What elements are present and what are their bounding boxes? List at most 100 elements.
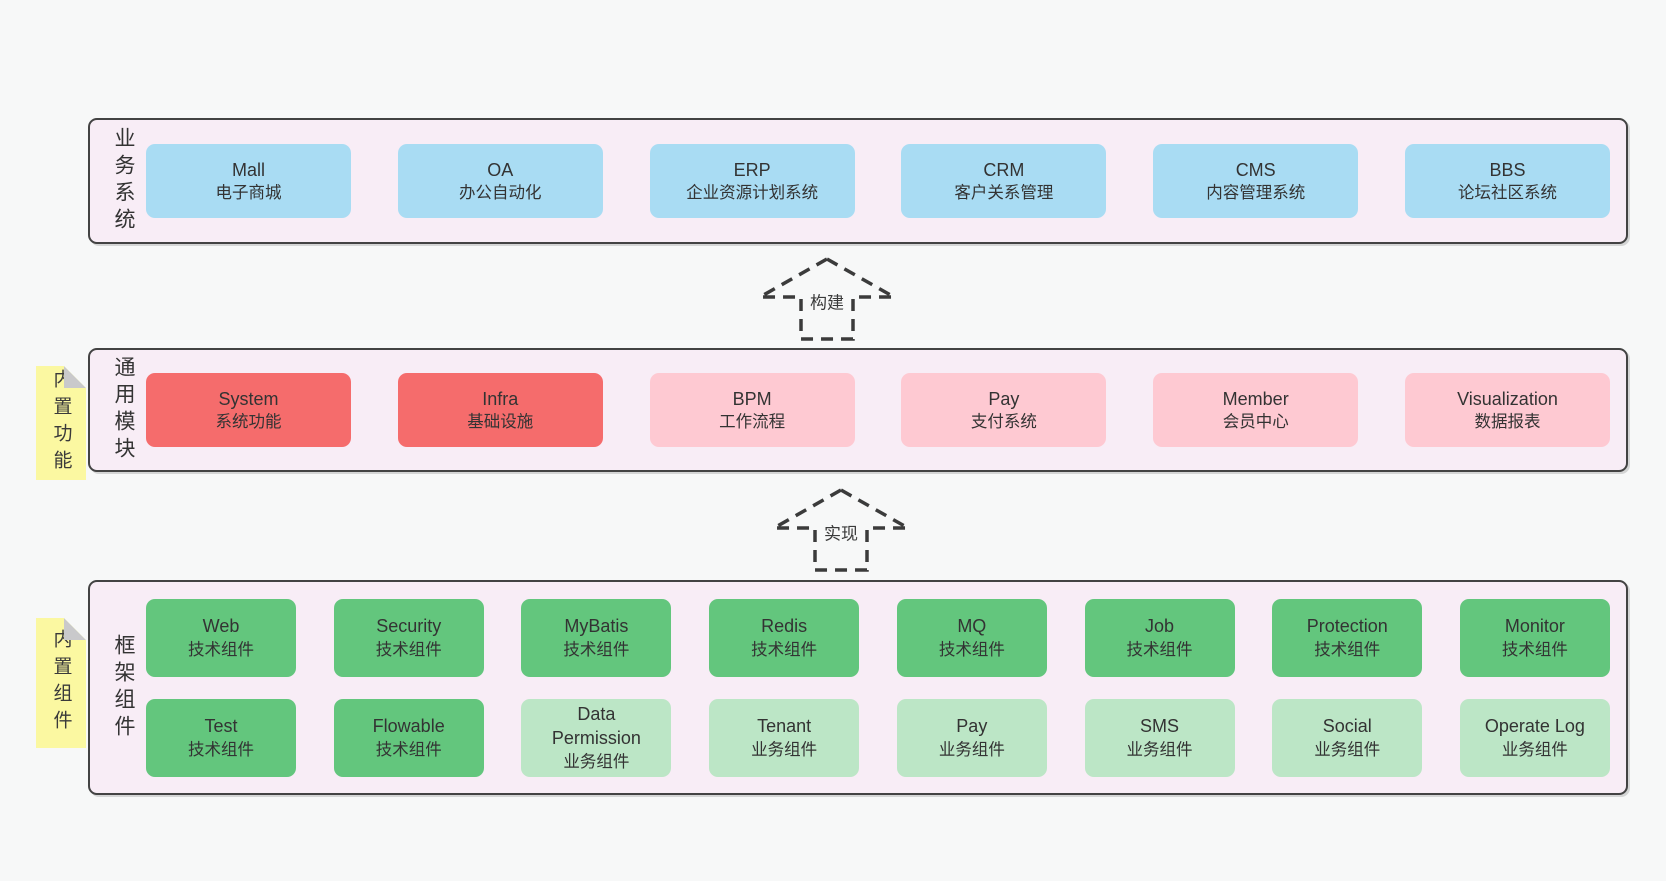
box-data-permission: Data Permission 业务组件 (521, 698, 672, 777)
box-visualization: Visualization 数据报表 (1404, 373, 1610, 447)
box-title: SMS (1140, 716, 1180, 737)
note-fold-corner-icon (64, 366, 86, 388)
box-operate-log: Operate Log 业务组件 (1459, 698, 1610, 777)
box-title: ERP (733, 159, 771, 180)
box-test: Test 技术组件 (146, 698, 296, 777)
box-title: OA (487, 159, 514, 180)
box-title: MyBatis (564, 616, 629, 637)
box-mq: MQ 技术组件 (896, 598, 1047, 677)
dashed-up-arrow-icon (771, 487, 911, 572)
box-subtitle: 业务组件 (563, 752, 630, 771)
box-subtitle: 办公自动化 (459, 184, 542, 203)
build-arrow: 构建 (757, 256, 897, 342)
box-title: Infra (482, 388, 519, 409)
box-web: Web 技术组件 (146, 598, 296, 677)
box-subtitle: 客户关系管理 (954, 184, 1054, 203)
modules-boxes-row: System 系统功能 Infra 基础设施 BPM 工作流程 Pay 支付系统… (138, 373, 1626, 447)
box-subtitle: 技术组件 (375, 640, 442, 659)
section-framework-components: 框架组件 Web 技术组件 Security 技术组件 MyBatis 技术组件… (88, 580, 1628, 795)
box-title: Tenant (757, 716, 812, 737)
box-security: Security 技术组件 (333, 598, 484, 677)
box-sms: SMS 业务组件 (1084, 698, 1235, 777)
box-erp: ERP 企业资源计划系统 (649, 144, 855, 218)
box-subtitle: 业务组件 (1126, 740, 1193, 759)
box-title: CMS (1235, 159, 1276, 180)
box-mall: Mall 电子商城 (146, 144, 351, 218)
box-job: Job 技术组件 (1084, 598, 1235, 677)
section-business-systems: 业务系统 Mall 电子商城 OA 办公自动化 ERP 企业资源计划系统 CRM… (88, 118, 1628, 244)
business-boxes-row: Mall 电子商城 OA 办公自动化 ERP 企业资源计划系统 CRM 客户关系… (138, 144, 1626, 218)
box-title: BPM (732, 388, 772, 409)
box-title: Visualization (1457, 388, 1558, 409)
framework-row-1: Web 技术组件 Security 技术组件 MyBatis 技术组件 Redi… (146, 598, 1610, 677)
box-title: Monitor (1504, 616, 1565, 637)
framework-row-2: Test 技术组件 Flowable 技术组件 Data Permission … (146, 698, 1610, 777)
box-title: Member (1222, 388, 1289, 409)
note-fold-corner-icon (64, 618, 86, 640)
implement-arrow-label: 实现 (821, 518, 861, 546)
box-crm: CRM 客户关系管理 (901, 144, 1107, 218)
implement-arrow: 实现 (771, 487, 911, 573)
box-title: CRM (983, 159, 1025, 180)
box-subtitle: 技术组件 (375, 740, 442, 759)
box-subtitle: 工作流程 (719, 413, 786, 432)
box-subtitle: 技术组件 (751, 640, 818, 659)
box-subtitle: 技术组件 (1501, 640, 1568, 659)
box-title: Protection (1306, 616, 1388, 637)
box-monitor: Monitor 技术组件 (1459, 598, 1610, 677)
box-subtitle: 会员中心 (1222, 413, 1289, 432)
section-label-business-systems: 业务系统 (112, 127, 135, 235)
box-subtitle: 系统功能 (215, 413, 282, 432)
box-subtitle: 内容管理系统 (1206, 184, 1306, 203)
box-title: Redis (761, 616, 808, 637)
box-protection: Protection 技术组件 (1272, 598, 1423, 677)
box-title: BBS (1489, 159, 1526, 180)
box-title: MQ (957, 616, 987, 637)
box-subtitle: 技术组件 (1314, 640, 1381, 659)
box-bbs: BBS 论坛社区系统 (1404, 144, 1610, 218)
box-subtitle: 基础设施 (467, 413, 534, 432)
box-subtitle: 企业资源计划系统 (686, 184, 819, 203)
box-cms: CMS 内容管理系统 (1153, 144, 1359, 218)
box-title: Data Permission (551, 704, 641, 749)
box-infra: Infra 基础设施 (397, 373, 603, 447)
box-social: Social 业务组件 (1272, 698, 1423, 777)
section-label-common-modules: 通用模块 (112, 356, 135, 464)
box-subtitle: 业务组件 (938, 740, 1005, 759)
box-subtitle: 支付系统 (970, 413, 1037, 432)
box-redis: Redis 技术组件 (709, 598, 860, 677)
box-mybatis: MyBatis 技术组件 (521, 598, 672, 677)
box-subtitle: 数据报表 (1474, 413, 1541, 432)
box-title: Flowable (372, 716, 445, 737)
box-subtitle: 技术组件 (188, 640, 254, 659)
box-subtitle: 电子商城 (215, 184, 282, 203)
dashed-up-arrow-icon (757, 256, 897, 341)
box-title: Web (202, 616, 240, 637)
box-title: System (218, 388, 279, 409)
box-subtitle: 技术组件 (938, 640, 1005, 659)
note-text: 内置组件 (50, 629, 72, 737)
box-system: System 系统功能 (146, 373, 351, 447)
framework-boxes-grid: Web 技术组件 Security 技术组件 MyBatis 技术组件 Redi… (138, 598, 1626, 777)
box-title: Test (204, 716, 238, 737)
box-subtitle: 论坛社区系统 (1457, 184, 1557, 203)
box-title: Pay (956, 716, 988, 737)
section-label-framework-components: 框架组件 (112, 633, 135, 742)
box-member: Member 会员中心 (1153, 373, 1359, 447)
box-subtitle: 技术组件 (188, 740, 254, 759)
box-title: Pay (988, 388, 1020, 409)
box-title: Social (1322, 716, 1372, 737)
sticky-note-built-in-components: 内置组件 (36, 618, 86, 748)
box-oa: OA 办公自动化 (397, 144, 603, 218)
box-subtitle: 技术组件 (1126, 640, 1193, 659)
box-pay: Pay 支付系统 (901, 373, 1107, 447)
box-title: Security (376, 616, 442, 637)
box-title: Job (1145, 616, 1175, 637)
box-tenant: Tenant 业务组件 (709, 698, 860, 777)
box-flowable: Flowable 技术组件 (333, 698, 484, 777)
box-pay-business: Pay 业务组件 (896, 698, 1047, 777)
box-bpm: BPM 工作流程 (649, 373, 855, 447)
box-subtitle: 业务组件 (1501, 740, 1568, 759)
note-text: 内置功能 (50, 369, 72, 477)
box-title: Operate Log (1484, 716, 1585, 737)
